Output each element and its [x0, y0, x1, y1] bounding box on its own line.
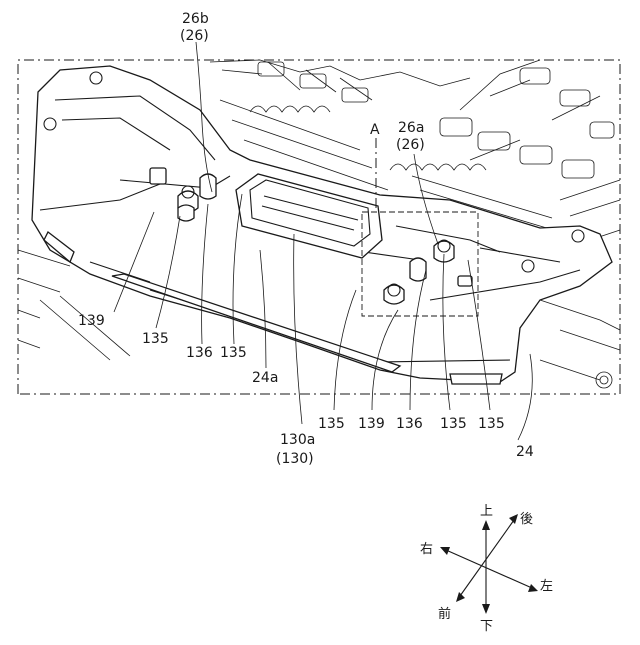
label-24a: 24a [252, 370, 278, 386]
dir-left: 左 [540, 579, 553, 594]
arrow-right-direction-icon [440, 547, 450, 555]
dir-rear: 後 [520, 512, 533, 527]
label-139-right: 139 [358, 416, 385, 432]
dir-right: 右 [420, 542, 433, 557]
arrow-front-icon [456, 592, 465, 602]
arrow-up-icon [482, 520, 490, 530]
label-24: 24 [516, 444, 534, 460]
label-136-right: 136 [396, 416, 423, 432]
label-135-c: 135 [318, 416, 345, 432]
label-26a: 26a [398, 120, 424, 136]
dir-down: 下 [480, 619, 493, 634]
label-135-a: 135 [142, 331, 169, 347]
label-26a-paren: (26) [396, 137, 425, 153]
label-135-b: 135 [220, 345, 247, 361]
arrow-rear-icon [509, 514, 518, 524]
label-130-paren: (130) [276, 451, 314, 467]
label-135-e: 135 [478, 416, 505, 432]
direction-indicator: 上 後 右 左 前 下 [420, 504, 553, 634]
label-135-d: 135 [440, 416, 467, 432]
label-26b-paren: (26) [180, 28, 209, 44]
dir-up: 上 [480, 504, 493, 519]
label-136-left: 136 [186, 345, 213, 361]
label-130a: 130a [280, 432, 315, 448]
arrow-down-icon [482, 604, 490, 614]
dir-front: 前 [438, 606, 451, 622]
label-139-left: 139 [78, 313, 105, 329]
label-view-a: A [370, 122, 380, 138]
arrow-left-direction-icon [528, 584, 538, 592]
label-26b: 26b [182, 11, 209, 27]
